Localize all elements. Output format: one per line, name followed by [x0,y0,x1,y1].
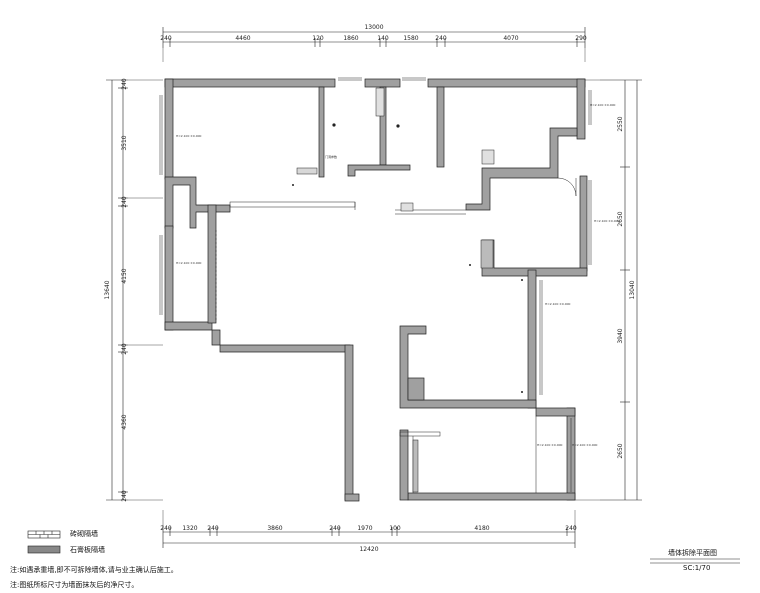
left-seg-0: 240 [121,78,128,90]
top-seg-8: 290 [575,35,587,42]
legend-gypsum-label: 石膏板隔墙 [70,546,105,554]
top-seg-1: 4460 [235,35,250,42]
left-seg-4: 240 [121,343,128,355]
right-seg-1: 2650 [617,211,624,226]
bottom-seg-0: 240 [160,525,172,532]
legend-brick-label: 砖砌隔墙 [70,530,98,538]
left-total-dimension: 13640 [104,280,111,299]
wall-inner-top-right [436,86,445,168]
tiny-note-2: H=2.100 ±0.000 [590,103,616,107]
wall-right-mid-vertical [579,175,588,272]
left-seg-1: 3510 [121,135,128,150]
right-seg-2: 3940 [617,328,624,343]
wall-inner-tee [347,164,411,177]
right-extension-lines [575,79,600,501]
top-seg-4: 140 [377,35,389,42]
bottom-segment-labels: 240 1320 240 3860 240 1970 100 4180 240 [160,525,577,532]
drawing-title: 墙体拆除平面图 [668,549,717,557]
top-extension-lines [162,48,586,62]
wall-left-lower [164,225,174,331]
door-label: 门洞参数 [325,154,337,159]
hatched-walls [296,87,495,493]
bottom-seg-2: 240 [207,525,219,532]
top-seg-3: 1860 [343,35,358,42]
title-block-lines [650,558,740,564]
bottom-total-dimension: 12420 [359,546,378,553]
right-seg-0: 2550 [617,116,624,131]
top-segment-ticks [169,38,578,47]
left-extension-lines [128,79,163,501]
top-seg-5: 1580 [403,35,418,42]
right-segment-ticks [620,166,630,403]
wall-central-lower [344,344,354,501]
bottom-seg-4: 240 [329,525,341,532]
wall-top-mid [364,78,401,88]
tiny-note-3: H=2.100 ±0.000 [594,219,620,223]
wall-central-foot [344,493,360,502]
wall-top-right [427,78,586,88]
top-seg-0: 240 [160,35,172,42]
left-segment-ticks [118,87,128,493]
top-seg-7: 4070 [503,35,518,42]
note-line-1: 注:如遇承重墙,即不可拆除墙体,请与业主确认后施工。 [10,566,178,574]
drawing-scale: SC:1/70 [683,564,711,572]
bottom-seg-8: 240 [565,525,577,532]
tiny-note-4: H=2.100 ±0.000 [545,302,571,306]
bottom-extension-lines [162,510,576,525]
top-dimension-group [162,27,586,62]
wall-left-bottom-step [164,321,351,353]
walls [164,78,588,502]
wall-bottom-base [407,492,576,501]
tiny-annotations: H=2.100 ±0.000 H=2.100 ±0.000 H=2.100 ±0… [176,103,620,447]
bottom-seg-5: 1970 [357,525,372,532]
left-dimension-group [106,79,163,501]
right-seg-3: 2650 [617,443,624,458]
room-markers [292,123,523,393]
bottom-segment-ticks [169,527,568,536]
top-segment-labels: 240 4460 120 1860 140 1580 240 4070 290 [160,35,587,42]
left-seg-6: 240 [121,490,128,502]
wall-bottom-right-top [535,407,576,417]
wall-left-upper [164,78,174,180]
left-seg-3: 4150 [121,268,128,283]
left-seg-5: 4360 [121,414,128,429]
wall-inner-top-left [318,86,325,178]
tiny-note-0: H=2.100 ±0.000 [176,134,202,138]
top-total-dimension: 13000 [364,24,383,31]
thin-lines [159,77,592,493]
note-line-2: 注:图纸所标尺寸为墙面抹灰后的净尺寸。 [10,581,139,589]
wall-top-left [164,78,336,88]
gypsum-swatch [27,545,61,554]
top-seg-2: 120 [312,35,324,42]
right-segment-labels: 2550 2650 3940 2650 [617,116,624,458]
bottom-seg-7: 4180 [474,525,489,532]
wall-bathroom-inner [407,377,425,401]
wall-bottom-left-stub [399,429,409,501]
wall-right-notch [465,127,578,211]
bottom-seg-3: 3860 [267,525,282,532]
tiny-note-5: H=2.100 ±0.000 [537,443,563,447]
wall-mid-right-vertical [527,269,537,409]
top-seg-6: 240 [435,35,447,42]
wall-right-top-vertical [576,78,586,140]
bottom-seg-6: 100 [389,525,401,532]
legend-swatches [27,530,61,554]
right-total-dimension: 13040 [629,280,636,299]
left-seg-2: 240 [121,196,128,208]
left-segment-labels: 240 3510 240 4150 240 4360 240 [121,78,128,502]
tiny-note-1: H=2.100 ±0.000 [176,261,202,265]
right-dimension-group [575,79,642,501]
wall-left-niche [164,176,231,229]
bottom-seg-1: 1320 [182,525,197,532]
bottom-dimension-group [162,510,576,548]
wall-divider-left [207,204,217,324]
tiny-note-6: H=2.100 ±0.000 [572,443,598,447]
